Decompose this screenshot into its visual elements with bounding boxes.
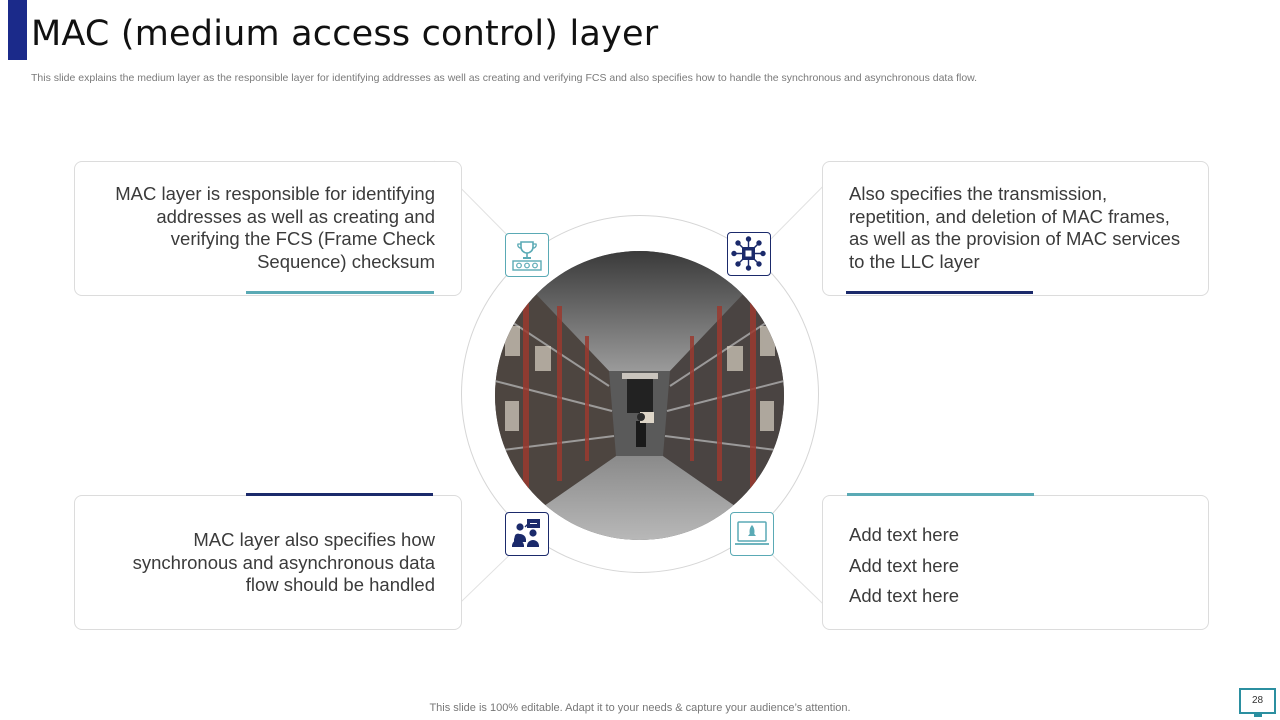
- card-bottom-left-text: MAC layer also specifies how synchronous…: [95, 529, 435, 597]
- footer-note: This slide is 100% editable. Adapt it to…: [429, 702, 851, 714]
- card-bottom-right-text: Add text here Add text here Add text her…: [849, 520, 1149, 612]
- card-text-line: MAC layer is responsible for identifying: [115, 183, 435, 204]
- underline-bottom-left: [246, 493, 433, 496]
- card-text-line: verifying the FCS (Frame Check: [170, 228, 435, 249]
- card-text-line: Add text here: [849, 554, 960, 576]
- card-text-line: Add text here: [849, 524, 960, 545]
- card-top-left: MAC layer is responsible for identifying…: [74, 161, 462, 296]
- card-text-line: flow should be handled: [245, 574, 435, 595]
- underline-top-left: [246, 291, 434, 294]
- card-text-line: Also specifies the transmission,: [849, 183, 1108, 204]
- card-top-left-text: MAC layer is responsible for identifying…: [95, 183, 435, 273]
- monitor-rocket-icon: [730, 512, 774, 556]
- page-title: MAC (medium access control) layer: [31, 14, 659, 54]
- card-bottom-right: Add text here Add text here Add text her…: [822, 495, 1209, 630]
- card-text-line: Sequence) checksum: [257, 250, 435, 272]
- network-chip-icon: [727, 232, 771, 276]
- card-text-line: MAC layer also specifies how: [193, 529, 435, 550]
- card-text-line: Add text here: [849, 585, 960, 606]
- card-text-line: as well as the provision of MAC services: [849, 228, 1181, 249]
- card-text-line: repetition, and deletion of MAC frames,: [849, 205, 1170, 227]
- team-presentation-icon: [505, 512, 549, 556]
- page-number: 28: [1239, 688, 1276, 714]
- card-text-line: synchronous and asynchronous data: [132, 551, 435, 573]
- card-bottom-left: MAC layer also specifies how synchronous…: [74, 495, 462, 630]
- title-accent-bar: [8, 0, 27, 60]
- trophy-icon: [505, 233, 549, 277]
- card-text-line: addresses as well as creating and: [156, 205, 435, 227]
- page-subtitle: This slide explains the medium layer as …: [31, 72, 978, 84]
- underline-top-right: [846, 291, 1033, 294]
- card-top-right: Also specifies the transmission, repetit…: [822, 161, 1209, 296]
- page-number-stand: [1254, 713, 1262, 717]
- card-text-line: to the LLC layer: [849, 250, 980, 272]
- underline-bottom-right: [847, 493, 1034, 496]
- card-top-right-text: Also specifies the transmission, repetit…: [849, 183, 1199, 273]
- warehouse-aisle-photo: [495, 251, 784, 540]
